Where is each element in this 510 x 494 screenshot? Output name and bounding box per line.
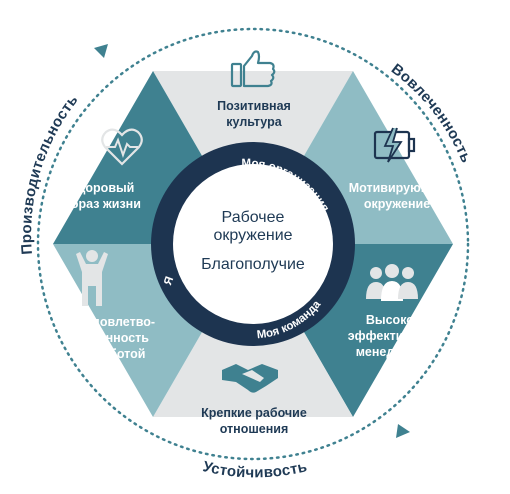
heart-pulse-icon [101, 128, 143, 166]
svg-text:Позитивная: Позитивная [217, 99, 291, 113]
ring-label-self: Я [162, 275, 176, 287]
outer-label-sustainability: Устойчивость [201, 458, 309, 481]
outer-label-engagement: Вовлеченность [388, 61, 475, 166]
handshake-icon [222, 364, 278, 393]
battery-charge-icon [373, 127, 416, 163]
center-text: Рабочее окружение Благополучие [201, 209, 305, 273]
arrow-top-left [94, 44, 108, 58]
label-motivating-environment: Мотивирующее окружение [349, 181, 446, 211]
svg-text:окружение: окружение [213, 227, 292, 244]
svg-text:Рабочее: Рабочее [222, 209, 285, 226]
label-healthy-lifestyle: Здоровый образ жизни [63, 181, 141, 211]
svg-text:Благополучие: Благополучие [201, 256, 305, 273]
svg-text:образ жизни: образ жизни [63, 197, 141, 211]
team-icon [366, 264, 418, 301]
svg-text:Высоко-: Высоко- [366, 313, 418, 327]
svg-text:культура: культура [226, 115, 282, 129]
svg-text:Здоровый: Здоровый [70, 181, 135, 195]
svg-text:ренность: ренность [91, 331, 149, 345]
label-strong-relations: Крепкие рабочие отношения [201, 406, 307, 436]
svg-text:работой: работой [95, 347, 146, 361]
thumbs-up-icon [230, 50, 276, 88]
center-circle [173, 164, 333, 324]
label-effective-managers: Высоко- эффективные менеджеры [348, 313, 437, 359]
svg-text:эффективные: эффективные [348, 329, 437, 343]
label-job-satisfaction: Удовлетво- ренность работой [85, 315, 155, 361]
arrow-bottom-right [396, 424, 410, 438]
svg-text:менеджеры: менеджеры [356, 345, 429, 359]
svg-text:Мотивирующее: Мотивирующее [349, 181, 446, 195]
svg-text:Крепкие рабочие: Крепкие рабочие [201, 406, 307, 420]
outer-dotted-ring [36, 27, 470, 461]
svg-text:окружение: окружение [364, 197, 430, 211]
svg-text:Удовлетво-: Удовлетво- [85, 315, 155, 329]
label-positive-culture: Позитивная культура [217, 99, 291, 129]
person-arms-up-icon [76, 250, 108, 306]
svg-text:отношения: отношения [220, 422, 289, 436]
